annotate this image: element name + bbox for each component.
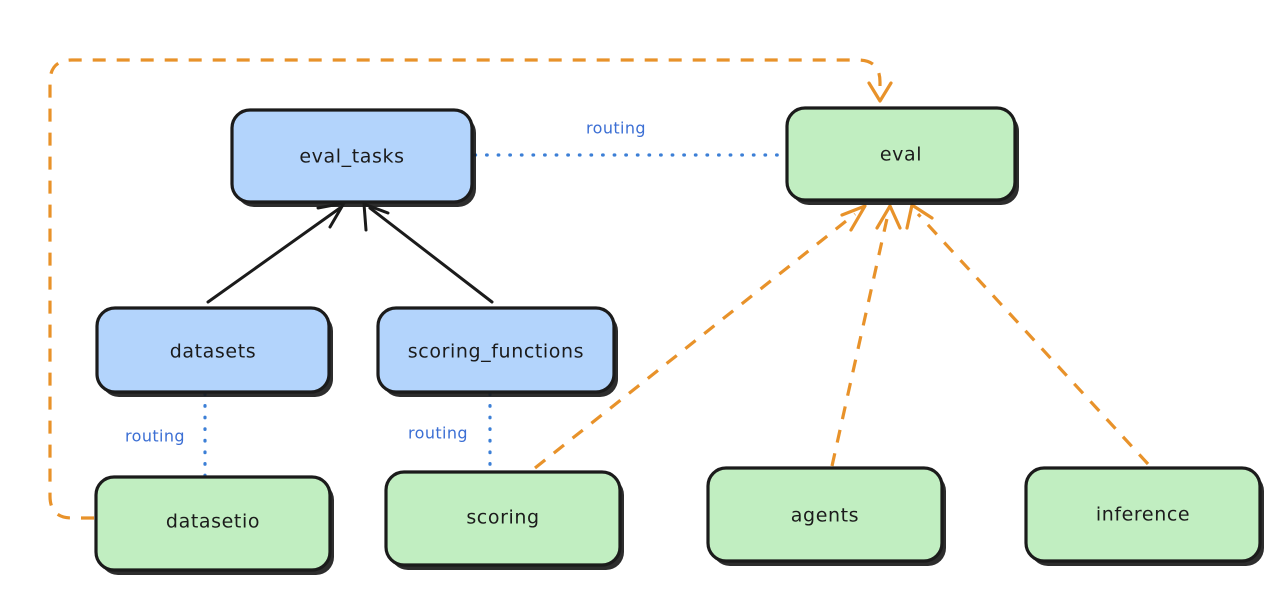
- edge-agents-eval: [830, 204, 902, 467]
- edge-labels-layer: routing routing routing: [125, 119, 646, 446]
- edge-scoring-eval: [534, 204, 867, 470]
- node-datasets[interactable]: datasets: [95, 306, 333, 397]
- node-scoring-functions[interactable]: scoring_functions: [376, 306, 618, 397]
- node-eval[interactable]: eval: [785, 106, 1019, 205]
- node-datasets-label: datasets: [170, 341, 257, 363]
- edge-label-routing-datasets: routing: [125, 427, 185, 446]
- node-agents[interactable]: agents: [706, 466, 946, 566]
- edge-datasetio-eval: [48, 58, 893, 520]
- edge-datasets-eval-tasks: [206, 201, 346, 304]
- edges-layer: [48, 58, 1150, 520]
- nodes-layer: eval_tasks eval datasets scoring_functio…: [94, 106, 1264, 575]
- node-datasetio[interactable]: datasetio: [94, 475, 334, 575]
- node-inference-label: inference: [1096, 504, 1190, 526]
- node-eval-tasks-label: eval_tasks: [299, 146, 404, 168]
- node-scoring[interactable]: scoring: [384, 470, 624, 570]
- edge-scoring-functions-eval-tasks: [362, 202, 494, 304]
- node-scoring-label: scoring: [466, 507, 539, 529]
- edge-label-routing-eval-tasks: routing: [586, 119, 646, 138]
- node-eval-label: eval: [880, 144, 922, 166]
- node-eval-tasks[interactable]: eval_tasks: [230, 108, 476, 207]
- node-inference[interactable]: inference: [1024, 466, 1264, 566]
- node-agents-label: agents: [791, 505, 859, 527]
- edge-label-routing-scoring-functions: routing: [408, 424, 468, 443]
- node-scoring-functions-label: scoring_functions: [408, 341, 584, 363]
- edge-inference-eval: [905, 203, 1150, 466]
- node-datasetio-label: datasetio: [166, 511, 260, 533]
